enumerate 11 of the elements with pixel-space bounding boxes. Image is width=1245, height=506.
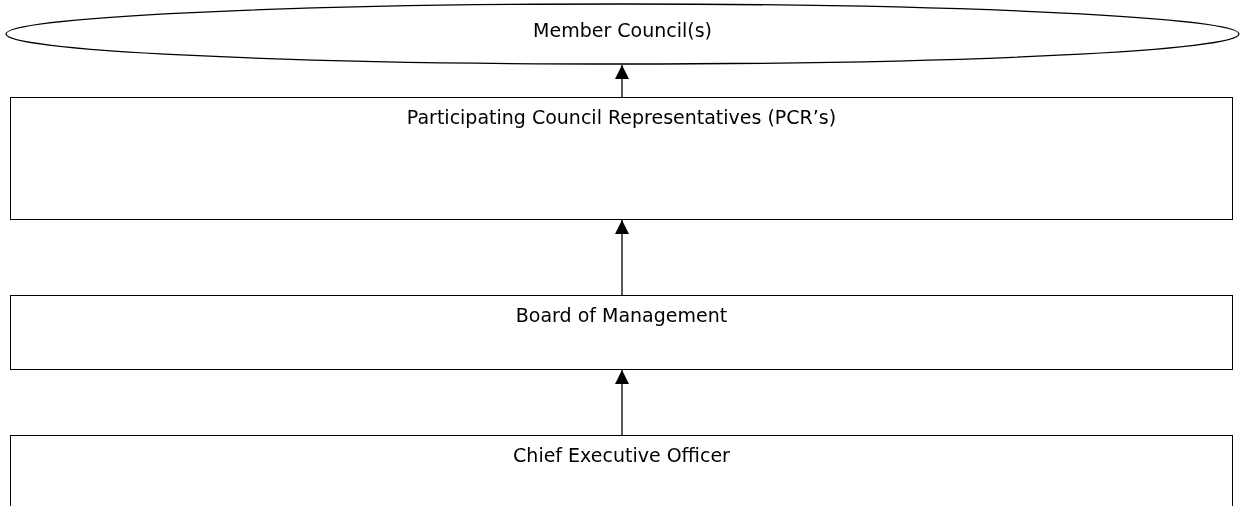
arrow bbox=[615, 64, 629, 98]
node-label: Participating Council Representatives (PCR’s) bbox=[405, 106, 838, 128]
node-label: Board of Management bbox=[514, 304, 729, 326]
process-box bbox=[10, 97, 1233, 220]
node-label: Member Council(s) bbox=[532, 19, 713, 41]
process-box bbox=[10, 295, 1233, 370]
arrow bbox=[615, 369, 629, 436]
process-box bbox=[10, 435, 1233, 506]
arrow bbox=[615, 219, 629, 296]
node-label: Chief Executive Officer bbox=[512, 444, 731, 466]
ellipse-node bbox=[5, 3, 1240, 65]
